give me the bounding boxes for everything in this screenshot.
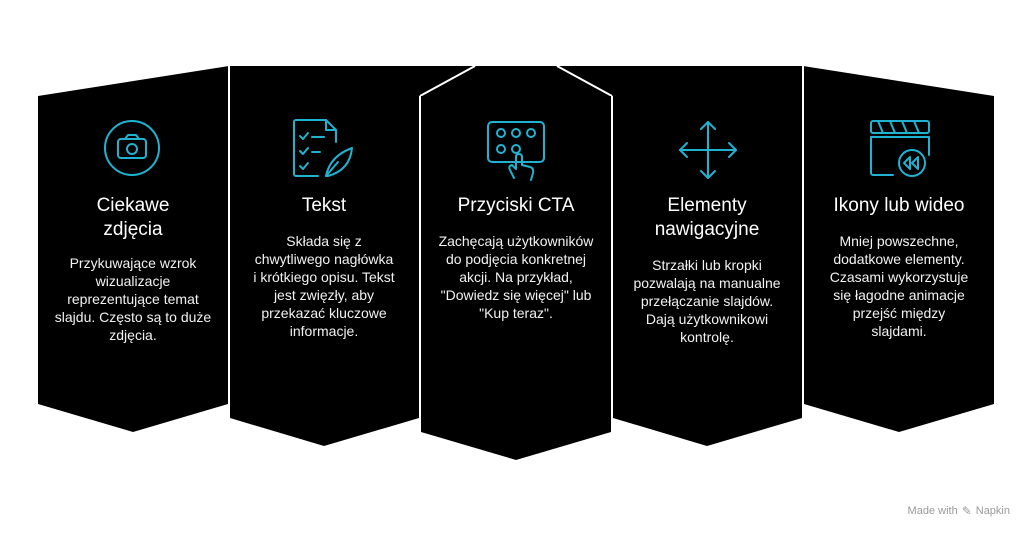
camera-icon <box>104 120 160 176</box>
roof-cap-4 <box>557 66 803 96</box>
panel-1-description: Przykuwające wzrok wizualizacje reprezen… <box>54 255 212 343</box>
panel-5-text: Ikony lub wideo Mniej powszechne, dodatk… <box>814 194 984 340</box>
button-grid-touch-icon <box>487 121 545 181</box>
panel-1 <box>38 96 228 432</box>
panel-2 <box>230 96 419 446</box>
panel-5-description: Mniej powszechne, dodatkowe elementy. Cz… <box>829 233 969 339</box>
roof-cap-3 <box>420 66 612 96</box>
clapperboard-rewind-icon <box>870 120 930 177</box>
document-pen-icon <box>293 119 353 177</box>
napkin-brand-label: Napkin <box>975 505 1010 517</box>
move-arrows-icon <box>679 121 737 179</box>
panel-2-text: Tekst Składa się z chwytliwego nagłówka … <box>239 194 409 340</box>
panel-5-title: Ikony lub wideo <box>833 195 965 216</box>
napkin-logo-icon: ✎ <box>961 504 972 518</box>
made-with-label: Made with <box>907 505 958 517</box>
panel-1-text: Ciekawe zdjęcia Przykuwające wzrok wizua… <box>48 194 218 344</box>
panel-3 <box>421 96 611 460</box>
panel-3-title: Przyciski CTA <box>457 195 575 216</box>
panel-4-text: Elementy nawigacyjne Strzałki lub kropki… <box>622 194 792 346</box>
roof-divider-a <box>419 65 476 97</box>
panel-5 <box>804 96 994 432</box>
roof-right-cap <box>803 66 994 96</box>
roof-left-cap <box>38 66 229 96</box>
panel-4 <box>613 96 802 446</box>
panel-1-title: Ciekawe zdjęcia <box>96 195 170 240</box>
roof-cap-2 <box>229 66 475 96</box>
panel-2-description: Składa się z chwytliwego nagłówka i krót… <box>253 233 395 339</box>
roof-divider-b <box>556 65 613 97</box>
panel-3-text: Przyciski CTA Zachęcają użytkowników do … <box>431 194 601 322</box>
panels <box>38 96 994 460</box>
made-with-napkin-badge[interactable]: Made with ✎ Napkin <box>908 504 1010 518</box>
panel-2-title: Tekst <box>301 195 347 216</box>
panel-4-description: Strzałki lub kropki pozwalają na manualn… <box>633 257 781 345</box>
panel-3-description: Zachęcają użytkowników do podjęcia konkr… <box>438 233 594 321</box>
roof <box>38 65 994 97</box>
panel-4-title: Elementy nawigacyjne <box>654 195 760 240</box>
